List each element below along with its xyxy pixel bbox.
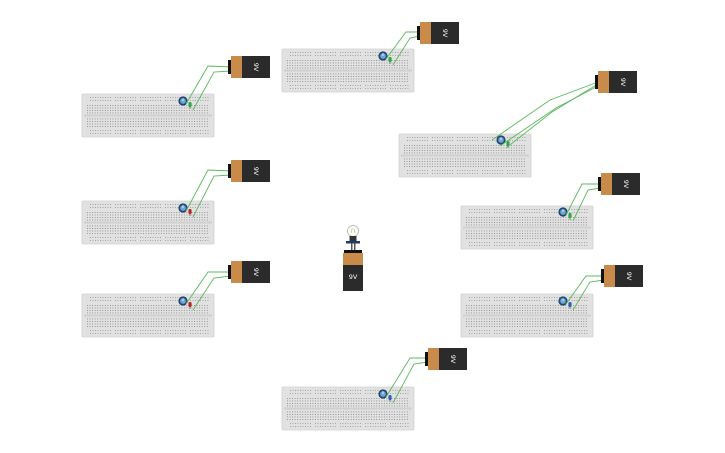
- wire[interactable]: [572, 187, 602, 222]
- potentiometer[interactable]: [496, 135, 506, 145]
- circuit-middle-left: 9V: [81, 160, 270, 245]
- battery[interactable]: 9V: [417, 22, 459, 44]
- potentiometer[interactable]: [378, 389, 388, 399]
- battery-label: 9V: [252, 63, 260, 72]
- circuits-layer: 9V 9V 9V 9V 9V 9V 9V 9V: [81, 22, 643, 431]
- wire[interactable]: [392, 361, 429, 404]
- circuit-bottom-center: 9V: [281, 348, 467, 431]
- wire[interactable]: [505, 83, 599, 149]
- wire[interactable]: [185, 169, 232, 212]
- battery[interactable]: 9V: [425, 348, 467, 370]
- circuit-top-center: 9V: [281, 22, 459, 93]
- breadboard[interactable]: [398, 133, 532, 178]
- wire[interactable]: [565, 183, 601, 216]
- led-blue[interactable]: [568, 302, 572, 309]
- circuit-top-left: 9V: [81, 56, 270, 138]
- breadboard[interactable]: [281, 48, 415, 93]
- battery[interactable]: 9V: [228, 261, 270, 283]
- breadboard[interactable]: [81, 93, 215, 138]
- breadboard[interactable]: [460, 293, 594, 338]
- breadboard[interactable]: [81, 200, 215, 245]
- circuit-bottom-left: 9V: [81, 261, 270, 338]
- breadboard[interactable]: [281, 386, 415, 431]
- led-red[interactable]: [188, 209, 192, 216]
- circuit-top-right: 9V: [398, 71, 637, 178]
- wire[interactable]: [491, 81, 599, 141]
- battery[interactable]: 9V: [228, 56, 270, 78]
- breadboard[interactable]: [81, 293, 215, 338]
- led-green[interactable]: [388, 57, 392, 64]
- center-battery[interactable]: 9V: [343, 250, 363, 291]
- battery-label: 9V: [619, 78, 627, 87]
- battery[interactable]: 9V: [595, 71, 637, 93]
- wire[interactable]: [572, 279, 605, 311]
- battery[interactable]: 9V: [228, 160, 270, 182]
- battery-label: 9V: [622, 180, 630, 189]
- center-bulb-assembly[interactable]: 9V: [343, 225, 363, 292]
- potentiometer[interactable]: [178, 296, 188, 306]
- battery[interactable]: 9V: [598, 173, 640, 195]
- wire[interactable]: [499, 85, 599, 147]
- wire[interactable]: [392, 35, 421, 66]
- battery-label: 9V: [252, 268, 260, 277]
- battery-label: 9V: [349, 273, 358, 281]
- battery-label: 9V: [441, 29, 449, 38]
- potentiometer[interactable]: [378, 51, 388, 61]
- wire[interactable]: [565, 275, 604, 305]
- led-red[interactable]: [188, 302, 192, 309]
- led-green[interactable]: [188, 102, 192, 109]
- potentiometer[interactable]: [558, 207, 568, 217]
- potentiometer[interactable]: [178, 96, 188, 106]
- wire[interactable]: [385, 31, 420, 60]
- circuit-middle-right: 9V: [460, 173, 640, 250]
- wire[interactable]: [192, 275, 232, 311]
- wire[interactable]: [185, 65, 232, 105]
- battery-label: 9V: [252, 167, 260, 176]
- breadboard[interactable]: [460, 205, 594, 250]
- potentiometer[interactable]: [178, 203, 188, 213]
- potentiometer[interactable]: [558, 296, 568, 306]
- battery-label: 9V: [449, 355, 457, 364]
- battery[interactable]: 9V: [601, 265, 643, 287]
- wire[interactable]: [192, 70, 232, 111]
- led-blue[interactable]: [388, 395, 392, 402]
- wire[interactable]: [385, 357, 428, 398]
- wire[interactable]: [185, 271, 231, 305]
- wire[interactable]: [192, 174, 232, 218]
- light-bulb[interactable]: [346, 225, 360, 251]
- battery-label: 9V: [625, 272, 633, 281]
- led-green[interactable]: [568, 213, 572, 220]
- circuit-bottom-right: 9V: [460, 265, 643, 338]
